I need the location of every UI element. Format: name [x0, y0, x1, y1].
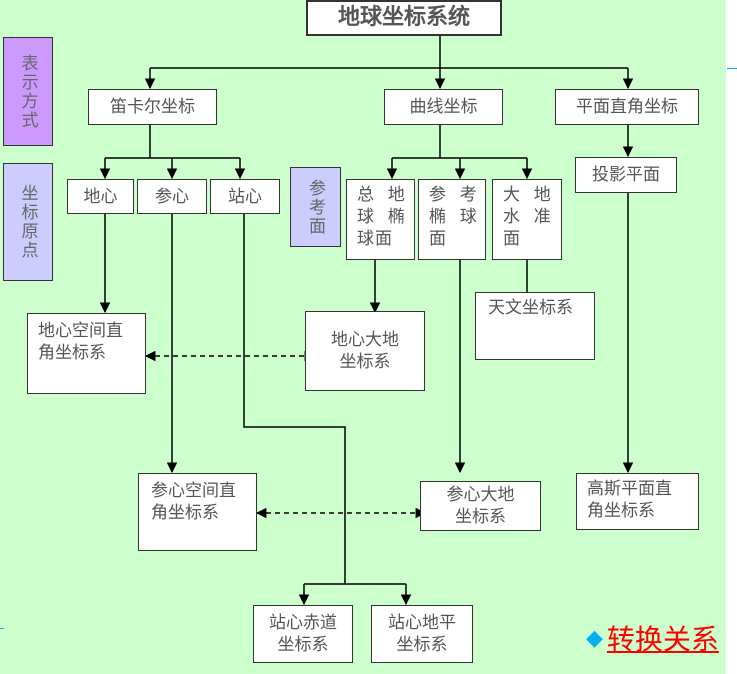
connector-topocentric-path [243, 213, 346, 584]
type-curvilinear: 曲线坐标 [384, 89, 503, 125]
system-geocentric-geodetic: 地心大地坐标系 [305, 311, 425, 391]
surface-reference-ellipsoid: 参 考 椭 球 面 [418, 179, 486, 260]
origin-geocentric: 地心 [67, 179, 134, 214]
diamond-icon: ◆ [586, 625, 603, 651]
system-reference-geodetic: 参心大地坐标系 [420, 481, 541, 531]
type-cartesian: 笛卡尔坐标 [88, 89, 217, 125]
conversion-relation-label: 转换关系 [606, 623, 719, 656]
system-geocentric-cartesian: 地心空间直角坐标系 [27, 313, 146, 394]
diagram-title: 地球坐标系统 [306, 0, 502, 36]
system-astronomical: 天文坐标系 [475, 292, 595, 360]
origin-reference: 参心 [137, 179, 207, 214]
side-label-representation: 表示方式 [3, 37, 53, 146]
conversion-relation-link[interactable]: ◆ 转换关系 [586, 618, 719, 658]
projection-plane: 投影平面 [575, 157, 677, 193]
system-reference-cartesian: 参心空间直角坐标系 [138, 473, 257, 551]
side-label-origin: 坐标原点 [3, 163, 53, 281]
surface-geoid: 大 地 水 准 面 [492, 179, 562, 260]
origin-topocentric: 站心 [210, 179, 280, 214]
system-topo-equatorial: 站心赤道坐标系 [253, 605, 353, 663]
system-gauss-plane: 高斯平面直角坐标系 [576, 473, 699, 530]
edge-tick-bottom [0, 628, 4, 629]
edge-tick-top [727, 68, 737, 69]
side-label-reference-surface: 参考面 [290, 167, 341, 247]
system-topo-horizon: 站心地平坐标系 [371, 605, 473, 663]
type-planar: 平面直角坐标 [555, 89, 699, 125]
surface-general-ellipsoid: 总 地 球 椭 球面 [346, 179, 415, 260]
